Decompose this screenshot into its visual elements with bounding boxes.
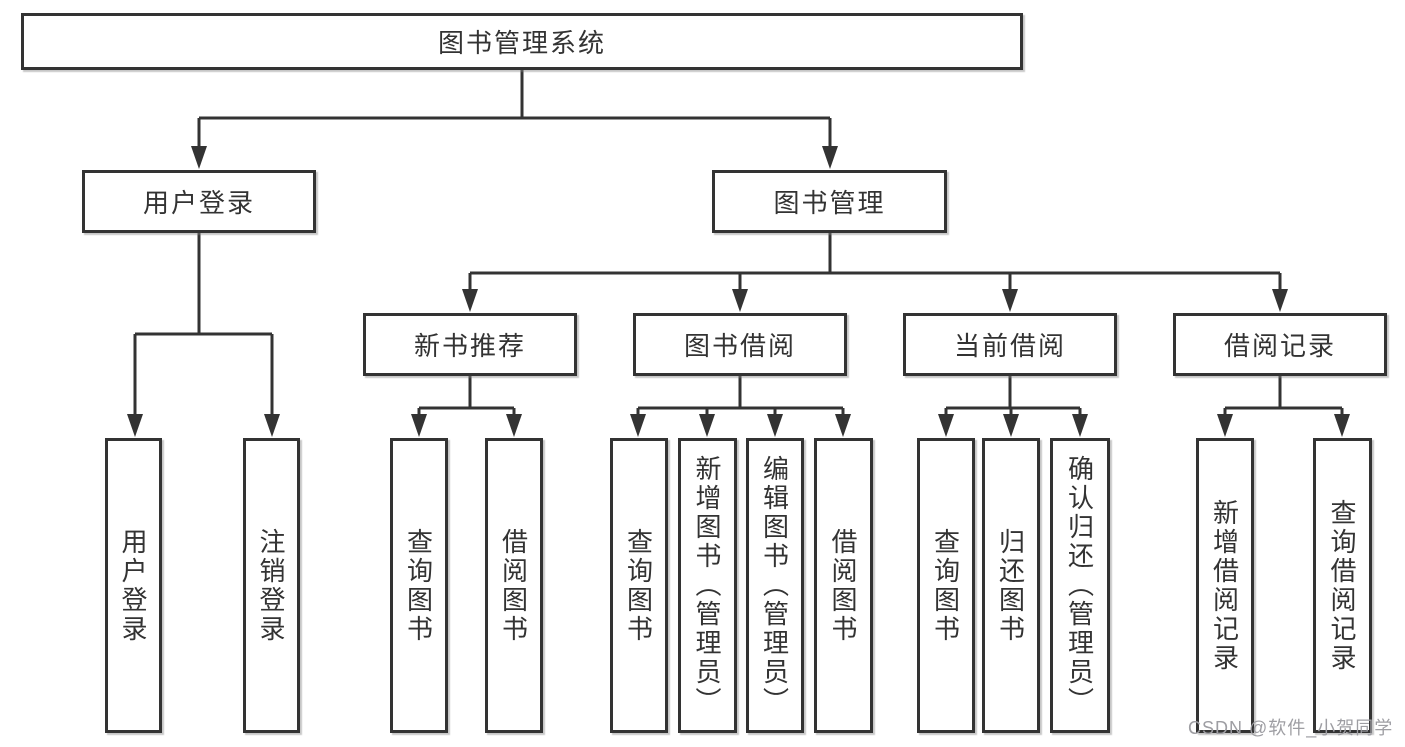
arrow-icon xyxy=(835,414,851,437)
leaf-query-book: 查询图书 xyxy=(610,438,668,733)
node-root-title: 图书管理系统 xyxy=(21,13,1023,70)
arrow-icon xyxy=(264,414,280,437)
arrow-icon xyxy=(1272,289,1288,312)
arrow-icon xyxy=(732,289,748,312)
arrowheads xyxy=(127,146,1350,437)
node-book-management: 图书管理 xyxy=(712,170,947,233)
node-current-borrowing: 当前借阅 xyxy=(903,313,1117,376)
connector-book-borrow-split xyxy=(636,376,845,418)
connector-user-login-split xyxy=(133,233,274,417)
leaf-borrow-book: 借阅图书 xyxy=(814,438,873,733)
arrow-icon xyxy=(1334,414,1350,437)
arrow-icon xyxy=(1003,414,1019,437)
leaf-add-book-admin: 新增图书（管理员） xyxy=(678,438,737,733)
arrow-icon xyxy=(822,146,838,169)
leaf-return-book: 归还图书 xyxy=(982,438,1040,733)
arrow-icon xyxy=(630,414,646,437)
arrow-icon xyxy=(127,414,143,437)
node-book-borrowing: 图书借阅 xyxy=(633,313,847,376)
arrow-icon xyxy=(1217,414,1233,437)
leaf-query-borrow-record: 查询借阅记录 xyxy=(1313,438,1372,733)
leaf-edit-book-admin: 编辑图书（管理员） xyxy=(746,438,804,733)
arrow-icon xyxy=(699,414,715,437)
leaf-user-login: 用户登录 xyxy=(105,438,162,733)
node-borrowing-records: 借阅记录 xyxy=(1173,313,1387,376)
leaf-logout: 注销登录 xyxy=(243,438,300,733)
csdn-watermark: CSDN @软件_小贺同学 xyxy=(1188,718,1394,738)
arrow-icon xyxy=(411,414,427,437)
leaf-add-borrow-record: 新增借阅记录 xyxy=(1196,438,1254,733)
arrow-icon xyxy=(462,289,478,312)
connector-current-borrow-split xyxy=(944,376,1082,418)
connector-new-book-split xyxy=(417,376,516,418)
connector-borrow-record-split xyxy=(1223,376,1344,418)
leaf-confirm-return-admin: 确认归还（管理员） xyxy=(1050,438,1110,733)
arrow-icon xyxy=(506,414,522,437)
connector-book-mgmt-split xyxy=(468,233,1282,293)
arrow-icon xyxy=(767,414,783,437)
node-user-login: 用户登录 xyxy=(82,170,316,233)
connector-root-split xyxy=(197,70,832,150)
leaf-query-book: 查询图书 xyxy=(917,438,975,733)
node-new-book-recommend: 新书推荐 xyxy=(363,313,577,376)
arrow-icon xyxy=(1072,414,1088,437)
arrow-icon xyxy=(938,414,954,437)
leaf-borrow-book: 借阅图书 xyxy=(485,438,543,733)
arrow-icon xyxy=(191,146,207,169)
arrow-icon xyxy=(1002,289,1018,312)
leaf-query-book: 查询图书 xyxy=(390,438,448,733)
